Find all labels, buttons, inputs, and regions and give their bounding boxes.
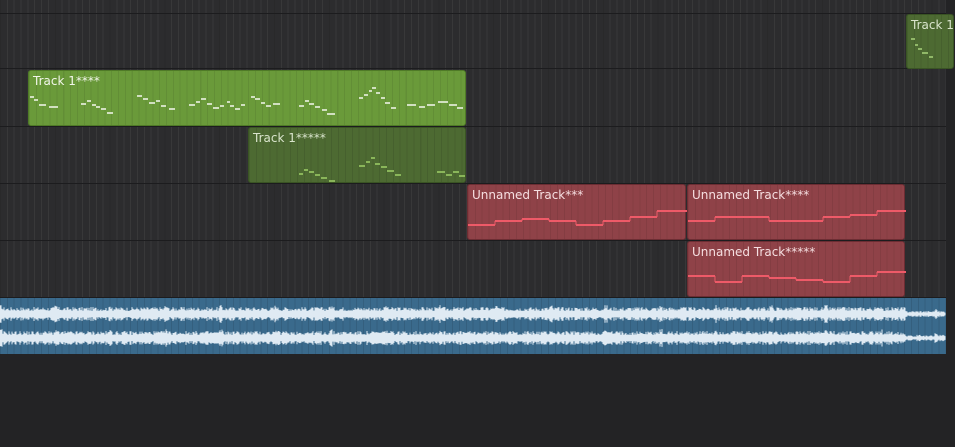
region-label: Unnamed Track****	[692, 188, 810, 202]
track-lane[interactable]	[0, 0, 946, 14]
pattern-curve	[468, 210, 687, 226]
midi-notes	[911, 38, 933, 58]
midi-region-track-1[interactable]: Track 1*****	[248, 127, 466, 183]
midi-region-track-1[interactable]: Track 1****	[28, 70, 466, 126]
audio-region[interactable]	[0, 298, 946, 354]
pattern-region-unnamed-track[interactable]: Unnamed Track****	[687, 184, 906, 240]
pattern-region-unnamed-track[interactable]: Unnamed Track*****	[687, 241, 906, 297]
region-label: Unnamed Track*****	[692, 245, 816, 259]
midi-region-track-1[interactable]: Track 1	[906, 14, 954, 69]
region-label: Track 1*****	[253, 131, 326, 145]
waveform-channel	[0, 305, 946, 323]
empty-track-area[interactable]	[0, 354, 946, 447]
region-label: Track 1	[911, 18, 954, 32]
audio-waveform	[0, 305, 946, 347]
track-lane[interactable]	[0, 127, 946, 184]
region-label: Track 1****	[33, 74, 100, 88]
midi-notes	[299, 157, 465, 182]
region-label: Unnamed Track***	[472, 188, 584, 202]
midi-notes	[30, 87, 463, 115]
track-lane[interactable]	[0, 14, 946, 69]
pattern-curve	[688, 210, 906, 222]
pattern-curve	[688, 271, 906, 283]
waveform-channel	[0, 329, 946, 347]
pattern-region-unnamed-track[interactable]: Unnamed Track***	[467, 184, 687, 240]
